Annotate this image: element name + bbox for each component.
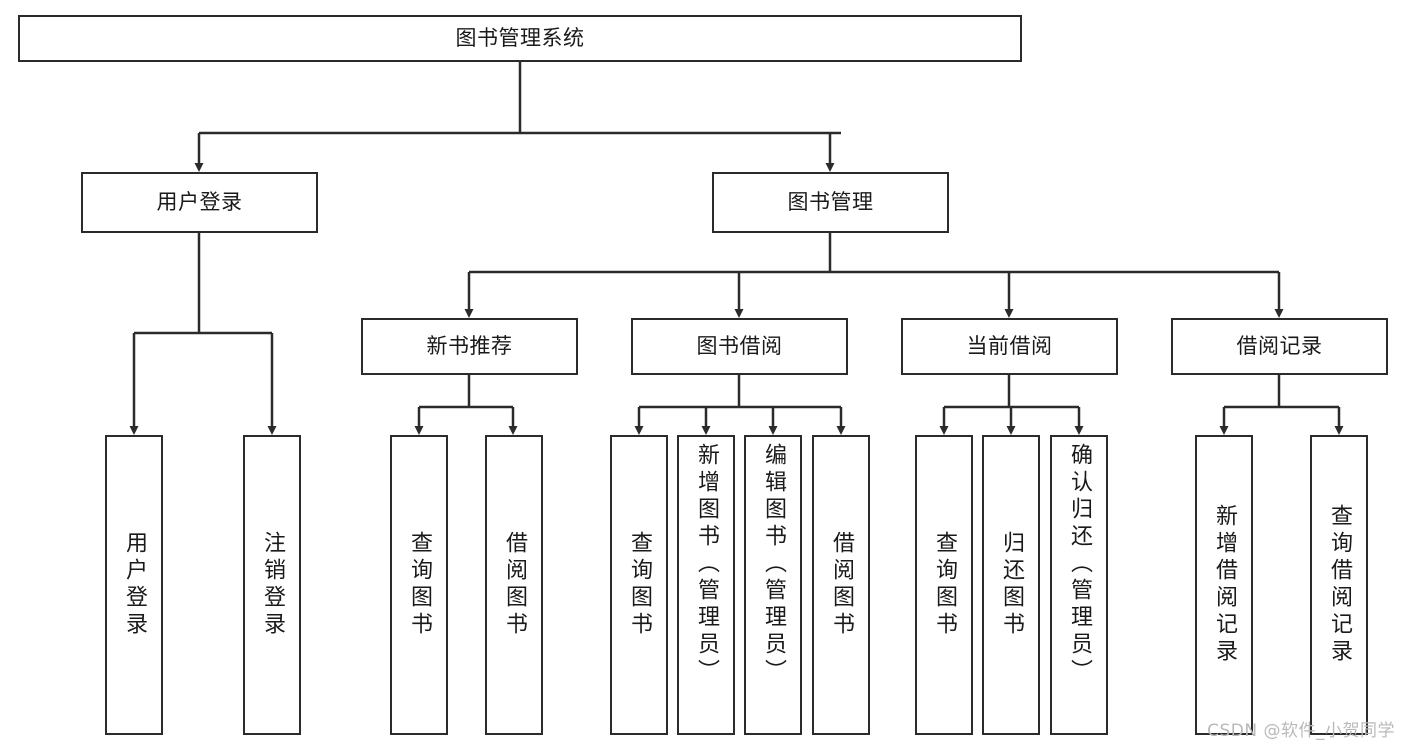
- node-label: 用户登录: [156, 190, 243, 215]
- leaf-user-login-signin[interactable]: 用户登录: [105, 435, 163, 735]
- node-new-book-recommend[interactable]: 新书推荐: [361, 318, 578, 375]
- node-label: 查询借阅记录: [1327, 504, 1352, 666]
- node-current-borrow[interactable]: 当前借阅: [901, 318, 1118, 375]
- node-user-login[interactable]: 用户登录: [81, 172, 318, 233]
- node-label: 借阅图书: [829, 531, 854, 639]
- node-label: 编辑图书（管理员）: [761, 443, 786, 686]
- leaf-borrow-edit-book[interactable]: 编辑图书（管理员）: [744, 435, 802, 735]
- leaf-current-query-book[interactable]: 查询图书: [915, 435, 973, 735]
- node-label: 图书管理系统: [455, 26, 585, 51]
- node-label: 查询图书: [932, 531, 957, 639]
- leaf-current-return-book[interactable]: 归还图书: [982, 435, 1040, 735]
- node-label: 借阅记录: [1236, 334, 1323, 359]
- node-label: 查询图书: [407, 531, 432, 639]
- node-book-management[interactable]: 图书管理: [712, 172, 949, 233]
- csdn-watermark: CSDN @软件_小贺同学: [1207, 721, 1395, 741]
- leaf-current-confirm-return[interactable]: 确认归还（管理员）: [1050, 435, 1108, 735]
- leaf-borrow-query-book[interactable]: 查询图书: [610, 435, 668, 735]
- node-label: 新书推荐: [426, 334, 513, 359]
- leaf-borrow-add-book[interactable]: 新增图书（管理员）: [677, 435, 735, 735]
- leaf-recommend-query-book[interactable]: 查询图书: [390, 435, 448, 735]
- node-label: 借阅图书: [502, 531, 527, 639]
- node-label: 注销登录: [260, 531, 285, 639]
- node-label: 新增图书（管理员）: [694, 443, 719, 686]
- node-label: 归还图书: [999, 531, 1024, 639]
- node-label: 图书管理: [787, 190, 874, 215]
- node-root-system[interactable]: 图书管理系统: [18, 15, 1022, 62]
- leaf-record-add-record[interactable]: 新增借阅记录: [1195, 435, 1253, 735]
- node-label: 用户登录: [122, 531, 147, 639]
- node-label: 当前借阅: [966, 334, 1053, 359]
- leaf-borrow-borrow-book[interactable]: 借阅图书: [812, 435, 870, 735]
- node-borrow-record[interactable]: 借阅记录: [1171, 318, 1388, 375]
- leaf-recommend-borrow-book[interactable]: 借阅图书: [485, 435, 543, 735]
- node-label: 确认归还（管理员）: [1067, 443, 1092, 686]
- node-label: 图书借阅: [696, 334, 783, 359]
- leaf-user-login-signout[interactable]: 注销登录: [243, 435, 301, 735]
- leaf-record-query-record[interactable]: 查询借阅记录: [1310, 435, 1368, 735]
- node-book-borrow[interactable]: 图书借阅: [631, 318, 848, 375]
- node-label: 查询图书: [627, 531, 652, 639]
- node-label: 新增借阅记录: [1212, 504, 1237, 666]
